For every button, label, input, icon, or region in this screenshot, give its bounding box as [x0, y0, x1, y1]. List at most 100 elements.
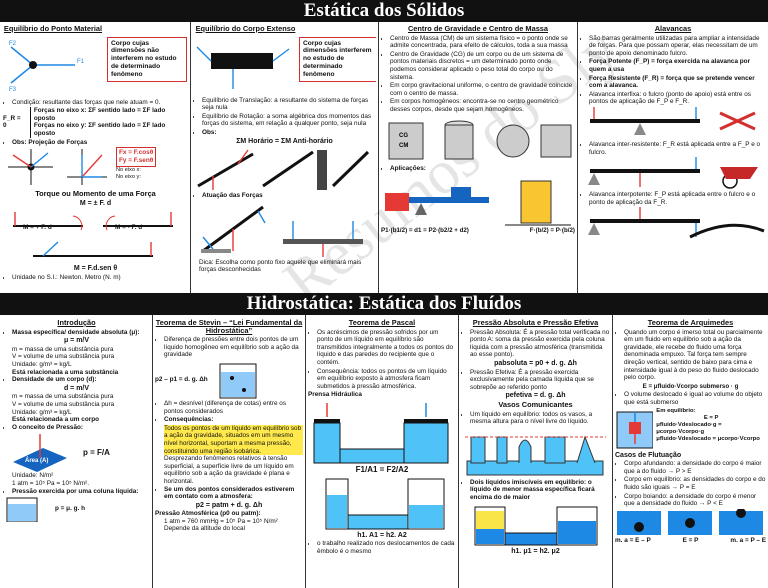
- vasos-title: Vasos Comunicantes: [498, 399, 573, 409]
- centro-massa-text: Centro de Massa (CM) de um sistema físic…: [390, 35, 575, 50]
- empuxo-formula: E = μfluido·Vcorpo submerso · g: [642, 382, 739, 390]
- dica-text: Dica: Escolha como ponto fixo aquele que…: [199, 258, 362, 274]
- corpos-homogeneos-text: Em corpos homogêneos: encontra-se no cen…: [390, 98, 575, 113]
- obs-projecao: Obs: Projeção de Forças: [12, 139, 188, 147]
- embolo-diagram: [325, 478, 445, 530]
- stevin-def: Diferença de pressões entre dois pontos …: [164, 336, 303, 359]
- svg-text:F3: F3: [9, 87, 17, 93]
- pascal-def: Os acréscimos de pressão sofridos por um…: [317, 329, 456, 367]
- no-eixo-y: No eixo y:: [116, 174, 141, 181]
- moment-equality: ΣM Horário = ΣM Anti-horário: [236, 137, 333, 145]
- densidade-label: Densidade de um corpo (d):: [12, 376, 150, 384]
- d-v: V = volume de uma substância pura: [12, 400, 115, 408]
- atm-conversion: 1 atm = 760 mmHg = 10⁵ Pa = 10⁵ N/m²: [164, 517, 278, 525]
- consequencia-1: Todos os pontos de um líquido em equilíb…: [164, 424, 303, 456]
- forca-potente: Força Potente (F_P) = força exercida na …: [589, 58, 766, 73]
- casos-flutuacao-label: Casos de Flutuação: [615, 451, 682, 459]
- consequencias-label: Consequências:: [164, 416, 303, 424]
- projection-diagram-2: [67, 149, 107, 186]
- equilibrio-label: Em equilíbrio:: [656, 407, 696, 414]
- svg-text:CG: CG: [399, 133, 408, 139]
- aplicacao-eq-1: P1·(b1/2) = d1 = P2·(b2/2 + d2): [381, 227, 469, 235]
- section-stevin: Teorema de Stevin – “Lei Fundamental da …: [155, 318, 303, 586]
- section-pressao-absoluta: Pressão Absoluta e Pressão Efetiva Press…: [461, 318, 610, 586]
- pef-formula: pefetiva = d. g. Δh: [505, 392, 566, 400]
- forca-resistente: Força Resistente (F_R) = força que se pr…: [589, 75, 766, 90]
- eq-mu-v: μfluido·Vdeslocado = μcorpo·Vcorpo: [656, 435, 760, 442]
- imisciveis-def: Dois líquidos imiscíveis em equilíbrio: …: [470, 479, 610, 502]
- pressao-efetiva-def: Pressão Efetiva: É a pressão exercida ex…: [470, 369, 610, 392]
- section-corpo-extenso: Equilíbrio do Corpo Extenso Corpo cujas …: [193, 24, 376, 292]
- alavanca-inter-resistente: Alavanca inter-resistente: F_R está apli…: [589, 141, 766, 156]
- section-arquimedes: Teorema de Arquimedes Quando um corpo é …: [615, 318, 766, 586]
- torque-negative: M = - F. d: [115, 224, 143, 232]
- obs-diagrams: [197, 149, 370, 191]
- gravitacional-uniforme-text: Em corpo gravitacional uniforme, o centr…: [390, 82, 575, 97]
- fx-formula: Fx = F.cosθ: [119, 149, 154, 157]
- corpo-boiando: Corpo boiando: a densidade do corpo é me…: [624, 493, 766, 508]
- fy-formula: Fy = F.senθ: [119, 156, 154, 164]
- section-introducao: Introdução Massa específica/ densidade a…: [3, 318, 150, 586]
- resultado-afundando: m. a = E – P: [615, 536, 651, 544]
- p-formula: p = F/A: [83, 447, 110, 457]
- d-unit: Unidade: g/m³ = kg/L: [12, 408, 72, 416]
- ponto-material-definition-box: Corpo cujas dimensões não interferem no …: [107, 36, 187, 82]
- fr-equation: F_R = 0: [3, 114, 21, 130]
- condicao-text: Condição: resultante das forças que nele…: [12, 99, 188, 107]
- section-centro-gravidade: Centro de Gravidade e Centro de Massa Ce…: [381, 24, 575, 292]
- section-title: Teorema de Stevin – “Lei Fundamental da …: [155, 318, 303, 335]
- corpo-extenso-diagram: [196, 46, 290, 89]
- empuxo-diagram: [616, 411, 654, 449]
- vasos-def: Um líquido em equilíbrio: todos os vasos…: [470, 411, 610, 426]
- alavanca-def: São barras geralmente utilizadas para am…: [589, 35, 766, 58]
- torque-title: Torque ou Momento de uma Força: [35, 189, 156, 199]
- aplicacoes-label: Aplicações:: [390, 165, 575, 173]
- obs-label: Obs:: [202, 129, 376, 137]
- atuacao-diagrams: [201, 205, 363, 257]
- vasos-diagram: [465, 435, 606, 476]
- eq-y: Forças no eixo y: ΣF sentido lado = ΣF l…: [33, 122, 166, 137]
- coluna-formula: p = μ. g. h: [55, 505, 86, 513]
- torque-sin: M = F.d.sen θ: [73, 265, 118, 273]
- pascal-ratio: F1/A1 = F2/A2: [355, 464, 409, 474]
- no-eixo-x: No eixo x:: [116, 166, 141, 173]
- mu-v: V = volume de uma substância pura: [12, 353, 115, 361]
- arquimedes-def: Quando um corpo é imerso total ou parcia…: [624, 329, 766, 382]
- massa-especifica-label: Massa específica/ densidade absoluta (μ)…: [12, 329, 150, 337]
- prensa-label: Prensa Hidráulica: [308, 391, 362, 399]
- trabalho-text: o trabalho realizado nos deslocamentos d…: [317, 540, 456, 555]
- atm-altitude: Depende da altitude do local: [164, 525, 246, 533]
- h-a-formula: h1. A1 = h2. A2: [357, 531, 407, 539]
- stevin-diagram: [219, 363, 257, 399]
- section-title: Alavancas: [654, 24, 692, 33]
- equilibrio-translacao: Equilíbrio de Translação: a resultante d…: [202, 97, 376, 112]
- section-title: Equilíbrio do Ponto Material: [3, 24, 103, 33]
- coluna-diagram: [6, 497, 38, 523]
- aplicacoes-diagrams: [385, 180, 571, 226]
- section-equilibrio-ponto-material: Equilíbrio do Ponto Material F2 F3 F1 Co…: [3, 24, 188, 292]
- unidade-si: Unidade no S.I.: Newton. Metro (N. m): [12, 274, 188, 282]
- projection-diagram-1: [8, 149, 53, 186]
- ponto-material-diagram: F2 F3 F1: [9, 41, 85, 93]
- section-title: Equilíbrio do Corpo Extenso: [195, 24, 296, 33]
- pabs-formula: pabsoluta = p0 + d. g. Δh: [494, 359, 577, 367]
- alavanca-interpotente: Alavanca interpotente: F_P está aplicada…: [589, 191, 766, 206]
- pressao-label: O conceito de Pressão:: [12, 424, 150, 432]
- top-title-banner: Estática dos Sólidos: [0, 0, 768, 22]
- cg-cm-shapes: CG CM: [388, 120, 572, 160]
- eq-mu-v-g: μfluido·Vdeslocado·g = μcorpo·Vcorpo·g: [656, 421, 722, 435]
- area-label: Área (A): [25, 458, 49, 465]
- d-formula: d = m/V: [63, 384, 90, 392]
- mu-formula: μ = m/V: [63, 337, 90, 345]
- mu-rel: Está relacionada a uma substância: [12, 368, 119, 376]
- section-title: Teorema de Pascal: [348, 318, 416, 327]
- corpo-afundando: Corpo afundando: a densidade do corpo é …: [624, 460, 766, 475]
- atuacao-label: Atuação das Forças: [202, 192, 376, 200]
- mu-m: m = massa de uma substância pura: [12, 345, 114, 353]
- torque-formula: M = ± F. d: [79, 199, 112, 207]
- corpo-extenso-definition-box: Corpo cujas dimensões interferem no estu…: [299, 36, 376, 82]
- aplicacao-eq-2: F·(b/2) = P·(b/2): [529, 227, 575, 235]
- pressao-atm-label: Pressão Atmosférica (p0 ou patm):: [155, 510, 261, 518]
- svg-text:CM: CM: [399, 143, 408, 149]
- section-title: Pressão Absoluta e Pressão Efetiva: [472, 318, 599, 327]
